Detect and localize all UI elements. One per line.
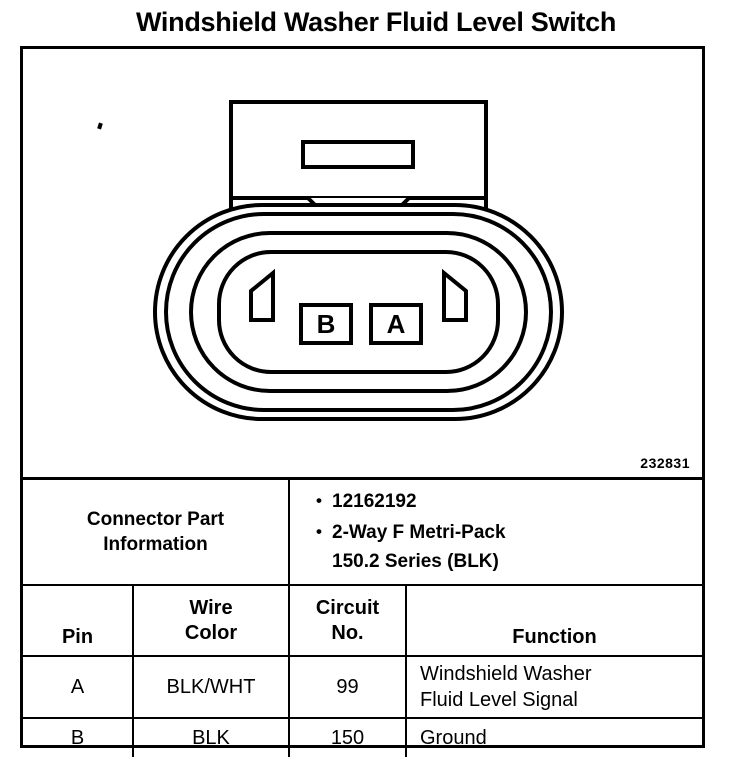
connector-illustration: B A xyxy=(153,100,564,421)
connector-key-tab-right xyxy=(442,268,468,322)
header-circuit-no-line1: Circuit xyxy=(315,596,380,619)
header-function: Function xyxy=(404,584,703,657)
header-wire-color: Wire Color xyxy=(132,584,290,657)
connector-shell-outer xyxy=(153,203,564,421)
header-wire-color-line1: Wire xyxy=(189,596,233,619)
connector-key-tab-left xyxy=(249,268,275,322)
connector-housing-slot xyxy=(301,140,415,169)
connector-shell-inner xyxy=(217,250,500,374)
header-pin: Pin xyxy=(23,584,134,657)
row-b-circuit-no: 150 xyxy=(288,717,407,757)
pin-table-header-row: Pin Wire Color Circuit No. Function xyxy=(23,584,703,657)
row-a-wire-color: BLK/WHT xyxy=(132,655,290,719)
row-a-function: Windshield Washer Fluid Level Signal xyxy=(404,655,703,719)
cpi-label-line1: Connector Part xyxy=(86,509,225,530)
pin-cavity-a-label: A xyxy=(387,309,406,339)
header-circuit-no-line2: No. xyxy=(331,621,364,644)
connector-data-table: Connector Part Information 12162192 2-Wa… xyxy=(23,477,703,757)
row-a-pin: A xyxy=(23,655,134,719)
row-a-circuit-no: 99 xyxy=(288,655,407,719)
figure-reference-number: 232831 xyxy=(640,455,690,471)
header-circuit-no: Circuit No. xyxy=(288,584,407,657)
connector-diagram: B A 232831 xyxy=(23,49,702,477)
row-a-function-line1: Windshield Washer xyxy=(420,663,592,685)
row-b-function: Ground xyxy=(404,717,703,757)
page-title: Windshield Washer Fluid Level Switch xyxy=(135,7,617,37)
row-a-function-line2: Fluid Level Signal xyxy=(420,689,578,711)
diagram-sheet: B A 232831 Connector Part Information 12… xyxy=(20,46,705,757)
table-row: A BLK/WHT 99 Windshield Washer Fluid Lev… xyxy=(23,655,703,719)
cpi-bullet-connector-type: 2-Way F Metri-Pack 150.2 Series (BLK) xyxy=(316,517,692,576)
row-b-pin: B xyxy=(23,717,134,757)
pin-cavity-b-label: B xyxy=(317,309,336,339)
cpi-bullet-part-number: 12162192 xyxy=(316,486,692,516)
table-row: B BLK 150 Ground xyxy=(23,717,703,757)
connector-part-information-label: Connector Part Information xyxy=(23,477,290,586)
cpi-bullet-connector-type-line1: 2-Way F Metri-Pack xyxy=(332,521,506,543)
connector-shell-second xyxy=(164,212,553,412)
pin-cavity-a xyxy=(369,303,423,345)
connector-part-information-values: 12162192 2-Way F Metri-Pack 150.2 Series… xyxy=(287,477,703,586)
cpi-bullet-connector-type-line2: 150.2 Series (BLK) xyxy=(332,550,499,572)
connector-shell-third xyxy=(189,231,528,393)
header-wire-color-line2: Color xyxy=(184,621,238,644)
row-b-wire-color: BLK xyxy=(132,717,290,757)
pin-cavity-b xyxy=(299,303,353,345)
cpi-label-line2: Information xyxy=(103,534,208,555)
connector-part-information-row: Connector Part Information 12162192 2-Wa… xyxy=(23,477,703,586)
